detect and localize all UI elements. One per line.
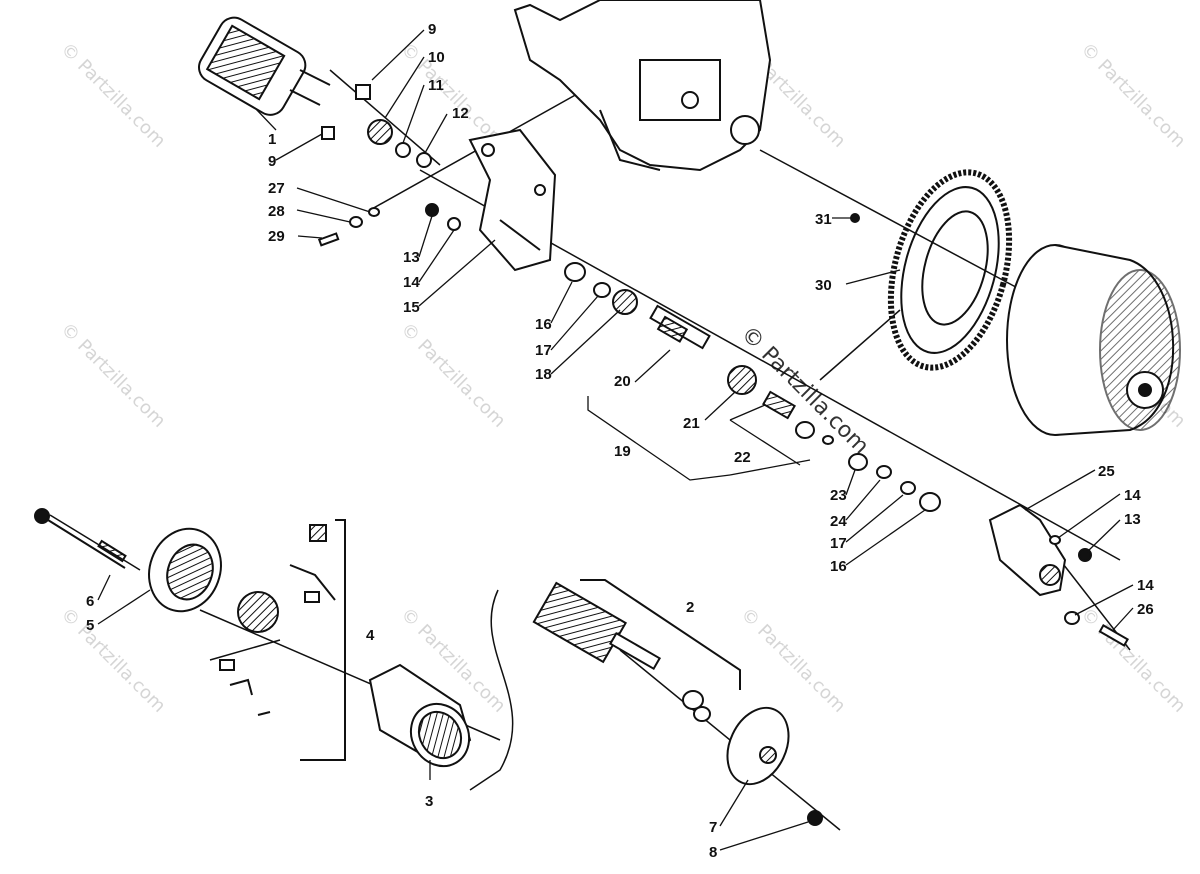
end-cap bbox=[34, 508, 222, 613]
pinion-21 bbox=[727, 365, 757, 395]
callout-20: 20 bbox=[614, 373, 631, 390]
callout-14a: 14 bbox=[403, 274, 420, 291]
callout-18: 18 bbox=[535, 366, 552, 383]
watermark: © Partzilla.com bbox=[736, 604, 849, 717]
nut-31 bbox=[850, 213, 860, 223]
assembly-lines bbox=[49, 69, 1131, 831]
washer-23 bbox=[848, 453, 868, 471]
callout-22: 22 bbox=[734, 449, 751, 466]
small-hardware-upper bbox=[321, 84, 432, 168]
callout-10: 10 bbox=[428, 49, 445, 66]
callout-16b: 16 bbox=[830, 558, 847, 575]
nut-9a bbox=[355, 84, 371, 100]
callout-9b: 9 bbox=[268, 153, 276, 170]
callout-5: 5 bbox=[86, 617, 94, 634]
bracket bbox=[468, 128, 557, 272]
callout-3: 3 bbox=[425, 793, 433, 810]
callout-7: 7 bbox=[709, 819, 717, 836]
callout-16a: 16 bbox=[535, 316, 552, 333]
callout-13a: 13 bbox=[403, 249, 420, 266]
gear-10 bbox=[367, 119, 393, 145]
drive-components bbox=[564, 262, 941, 512]
callout-14b: 14 bbox=[1124, 487, 1141, 504]
washer-11 bbox=[395, 142, 411, 158]
brush-holder bbox=[219, 519, 346, 761]
washer-24 bbox=[876, 465, 892, 479]
callout-labels: 1 2 3 4 5 6 7 8 9 9 10 11 12 13 13 14 14… bbox=[86, 21, 1154, 861]
callout-27: 27 bbox=[268, 180, 285, 197]
callout-28: 28 bbox=[268, 203, 285, 220]
callout-13b: 13 bbox=[1124, 511, 1141, 528]
gear-18 bbox=[612, 289, 638, 315]
callout-15: 15 bbox=[403, 299, 420, 316]
bushing-16a bbox=[564, 262, 586, 282]
nut-12 bbox=[416, 152, 432, 168]
ring-22c bbox=[822, 435, 834, 445]
watermark: © Partzilla.com bbox=[1076, 604, 1189, 717]
bushing-16b bbox=[919, 492, 941, 512]
callout-23: 23 bbox=[830, 487, 847, 504]
callout-4: 4 bbox=[366, 627, 375, 644]
callout-17b: 17 bbox=[830, 535, 847, 552]
callout-2: 2 bbox=[686, 599, 694, 616]
callout-8: 8 bbox=[709, 844, 717, 861]
callout-12: 12 bbox=[452, 105, 469, 122]
callout-24: 24 bbox=[830, 513, 847, 530]
callout-25: 25 bbox=[1098, 463, 1115, 480]
callout-14c: 14 bbox=[1137, 577, 1154, 594]
end-plate bbox=[726, 706, 823, 826]
starter-motor bbox=[198, 16, 331, 116]
washer-17a bbox=[593, 282, 611, 298]
watermark: © Partzilla.com bbox=[1076, 39, 1189, 152]
nut-9b bbox=[321, 126, 335, 140]
housing bbox=[988, 503, 1129, 647]
callout-21: 21 bbox=[683, 415, 700, 432]
sprocket bbox=[850, 169, 1013, 371]
callout-6: 6 bbox=[86, 593, 94, 610]
yoke-housing bbox=[368, 663, 472, 768]
armature bbox=[532, 579, 741, 722]
callout-1: 1 bbox=[268, 131, 276, 148]
small-hardware-left bbox=[317, 203, 461, 247]
watermark: © Partzilla.com bbox=[56, 39, 169, 152]
callout-17a: 17 bbox=[535, 342, 552, 359]
callout-19: 19 bbox=[614, 443, 631, 460]
callout-29: 29 bbox=[268, 228, 285, 245]
watermark: © Partzilla.com bbox=[56, 604, 169, 717]
washer-17b bbox=[900, 481, 916, 495]
leader-lines bbox=[97, 29, 1134, 851]
callout-30: 30 bbox=[815, 277, 832, 294]
engine-block bbox=[513, 0, 772, 172]
collar-22b bbox=[795, 421, 815, 439]
callout-9a: 9 bbox=[428, 21, 436, 38]
callout-26: 26 bbox=[1137, 601, 1154, 618]
callout-31: 31 bbox=[815, 211, 832, 228]
callout-11: 11 bbox=[428, 77, 444, 94]
watermark: © Partzilla.com bbox=[396, 319, 509, 432]
spring-22 bbox=[762, 390, 796, 420]
watermark: © Partzilla.com bbox=[56, 319, 169, 432]
clutch-drum bbox=[1006, 244, 1181, 436]
